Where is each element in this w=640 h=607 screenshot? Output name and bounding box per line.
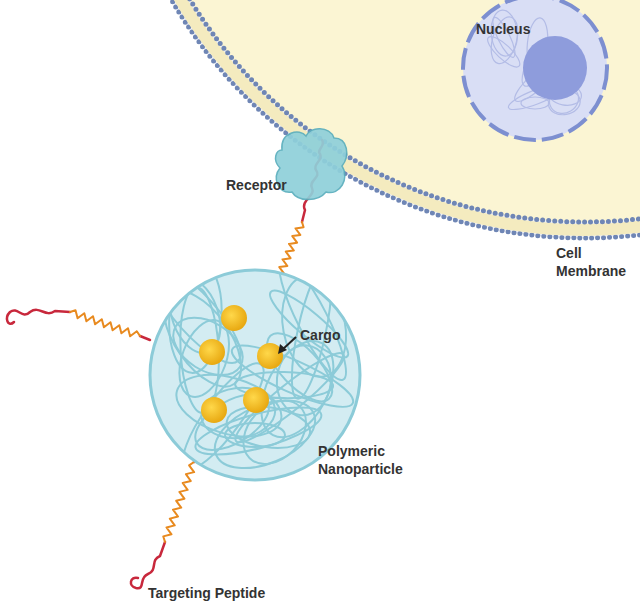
- peptide-label: Targeting Peptide: [148, 584, 308, 602]
- polymer-strand: [199, 384, 279, 443]
- polymer-strand: [274, 343, 334, 417]
- membrane-outer: [107, 0, 640, 238]
- leader-arrowhead: [278, 344, 287, 354]
- polymer-strand: [149, 278, 256, 399]
- membrane-label: Cell Membrane: [556, 244, 626, 280]
- polymer-strand: [274, 270, 354, 382]
- nucleus-label: Nucleus: [476, 20, 556, 38]
- chromatin-strand: [484, 32, 524, 71]
- nucleus: [463, 0, 607, 140]
- nucleolus: [523, 36, 587, 100]
- cargo-spheres: [199, 305, 283, 423]
- cargo-label: Cargo: [300, 326, 360, 344]
- polymer-strand: [140, 256, 253, 375]
- polymer-strand: [226, 335, 360, 418]
- peptide-linker: [70, 310, 140, 336]
- membrane-band: [115, 0, 640, 230]
- membrane-inner: [123, 0, 640, 222]
- nanoparticle-label: Polymeric Nanoparticle: [318, 442, 418, 478]
- receptor-label: Receptor: [226, 176, 306, 194]
- peptide-linker: [163, 462, 194, 542]
- polymer-strand: [269, 253, 357, 386]
